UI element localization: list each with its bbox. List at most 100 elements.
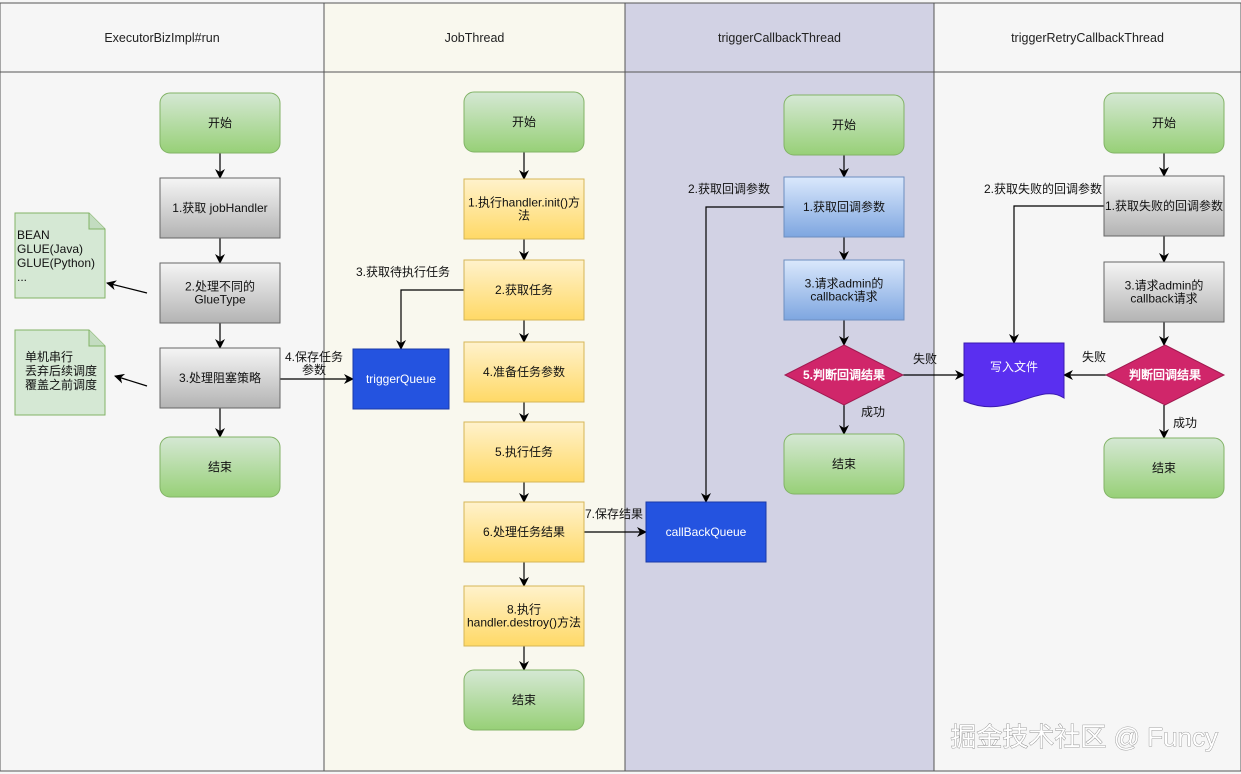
node-label: 5.执行任务 xyxy=(495,444,553,459)
diamond-shape xyxy=(1104,344,1226,406)
node-label: 覆盖之前调度 xyxy=(25,377,97,392)
callback-queue[interactable]: callBackQueue xyxy=(645,501,767,563)
step-get-jobhandler[interactable]: 1.获取 jobHandler xyxy=(159,177,281,239)
lane-title: triggerCallbackThread xyxy=(718,31,841,45)
rounded-rect xyxy=(159,436,281,498)
step-get-task[interactable]: 2.获取任务 xyxy=(463,259,585,321)
get-callback-params-arrow xyxy=(701,206,784,503)
note-fold xyxy=(88,213,105,230)
node-label: 开始 xyxy=(832,118,856,132)
start-node[interactable]: 开始 xyxy=(463,91,585,153)
note-glue-types[interactable]: BEANGLUE(Java)GLUE(Python)... xyxy=(14,212,106,299)
edge-label-save-task: 4.保存任务 xyxy=(285,349,343,364)
write-file[interactable]: 写入文件 xyxy=(963,342,1065,408)
node-label: 结束 xyxy=(208,460,232,474)
watermark: 掘金技术社区 @ Funcy xyxy=(950,722,1218,752)
decision-callback-result[interactable]: 5.判断回调结果 xyxy=(783,344,905,406)
end-node[interactable]: 结束 xyxy=(159,436,281,498)
rounded-rect xyxy=(1103,437,1225,499)
rect-shape xyxy=(352,348,450,410)
edge-label-get-failed-params: 2.获取失败的回调参数 xyxy=(984,181,1102,196)
step-execute-task[interactable]: 5.执行任务 xyxy=(463,421,585,483)
decision-retry-result[interactable]: 判断回调结果 xyxy=(1104,344,1226,406)
rect-shape xyxy=(1103,175,1225,237)
node-label: 3.请求admin的 xyxy=(1125,278,1204,293)
rect-shape xyxy=(463,421,585,483)
rect-shape xyxy=(645,501,767,563)
note-arrow xyxy=(114,373,148,387)
start-node[interactable]: 开始 xyxy=(1103,92,1225,154)
edge-label-get-callback-params: 2.获取回调参数 xyxy=(688,181,770,196)
trigger-queue[interactable]: triggerQueue xyxy=(352,348,450,410)
rect-shape xyxy=(783,259,905,321)
edge-label-callback-success: 成功 xyxy=(861,405,885,419)
node-label: 1.获取 jobHandler xyxy=(172,201,267,215)
start-node[interactable]: 开始 xyxy=(783,94,905,156)
step-handle-result[interactable]: 6.处理任务结果 xyxy=(463,501,585,563)
note-arrow xyxy=(106,280,148,294)
node-label: GlueType xyxy=(194,293,246,307)
rect-shape xyxy=(1103,261,1225,323)
node-label: 2.获取任务 xyxy=(495,282,553,297)
node-label: callBackQueue xyxy=(666,525,747,539)
rect-shape xyxy=(463,585,585,647)
step-handler-init[interactable]: 1.执行handler.init()方法 xyxy=(463,178,585,240)
node-label: BEAN xyxy=(17,228,50,242)
rounded-rect xyxy=(783,433,905,495)
start-node[interactable]: 开始 xyxy=(159,92,281,154)
lane-title: JobThread xyxy=(445,31,505,45)
step-get-failed-params[interactable]: 1.获取失败的回调参数 xyxy=(1103,175,1225,237)
node-label: 结束 xyxy=(1152,461,1176,475)
edge-label-get-pending: 3.获取待执行任务 xyxy=(356,264,450,279)
rect-shape xyxy=(463,178,585,240)
rect-shape xyxy=(783,176,905,238)
node-label: 6.处理任务结果 xyxy=(483,524,565,539)
rect-shape xyxy=(159,262,281,324)
rect-shape xyxy=(159,347,281,409)
rounded-rect xyxy=(463,91,585,153)
node-label: GLUE(Java) xyxy=(17,242,83,256)
node-label: 丢弃后续调度 xyxy=(25,363,97,378)
note-shape xyxy=(14,212,106,299)
rounded-rect xyxy=(159,92,281,154)
step-block-strategy[interactable]: 3.处理阻塞策略 xyxy=(159,347,281,409)
lane-title: ExecutorBizImpl#run xyxy=(104,31,219,45)
end-node[interactable]: 结束 xyxy=(463,669,585,731)
end-node[interactable]: 结束 xyxy=(1103,437,1225,499)
get-failed-params-arrow xyxy=(1009,205,1104,344)
step-prepare-params[interactable]: 4.准备任务参数 xyxy=(463,341,585,403)
rounded-rect xyxy=(463,669,585,731)
rounded-rect xyxy=(783,94,905,156)
rounded-rect xyxy=(1103,92,1225,154)
node-label: 开始 xyxy=(1152,116,1176,130)
node-label: 1.获取回调参数 xyxy=(803,199,885,214)
node-label: 结束 xyxy=(512,693,536,707)
node-label: 1.执行handler.init()方 xyxy=(468,195,580,210)
document-shape xyxy=(963,342,1065,408)
node-label: 法 xyxy=(518,209,530,223)
node-label: triggerQueue xyxy=(366,372,436,386)
rect-shape xyxy=(463,259,585,321)
node-label: 3.处理阻塞策略 xyxy=(179,370,261,385)
node-label: 1.获取失败的回调参数 xyxy=(1105,198,1223,213)
node-label: 写入文件 xyxy=(990,359,1038,374)
rect-shape xyxy=(463,341,585,403)
node-label: 结束 xyxy=(832,457,856,471)
rect-shape xyxy=(159,177,281,239)
step-handler-destroy[interactable]: 8.执行handler.destroy()方法 xyxy=(463,585,585,647)
node-label: 4.准备任务参数 xyxy=(483,364,565,379)
node-label: ... xyxy=(17,270,27,284)
get-pending-arrow xyxy=(396,289,464,350)
node-label: GLUE(Python) xyxy=(17,256,95,270)
end-node[interactable]: 结束 xyxy=(783,433,905,495)
rect-shape xyxy=(463,501,585,563)
note-fold xyxy=(88,330,105,347)
node-label: handler.destroy()方法 xyxy=(467,615,581,630)
step-get-callback-params[interactable]: 1.获取回调参数 xyxy=(783,176,905,238)
node-label: 3.请求admin的 xyxy=(805,276,884,291)
